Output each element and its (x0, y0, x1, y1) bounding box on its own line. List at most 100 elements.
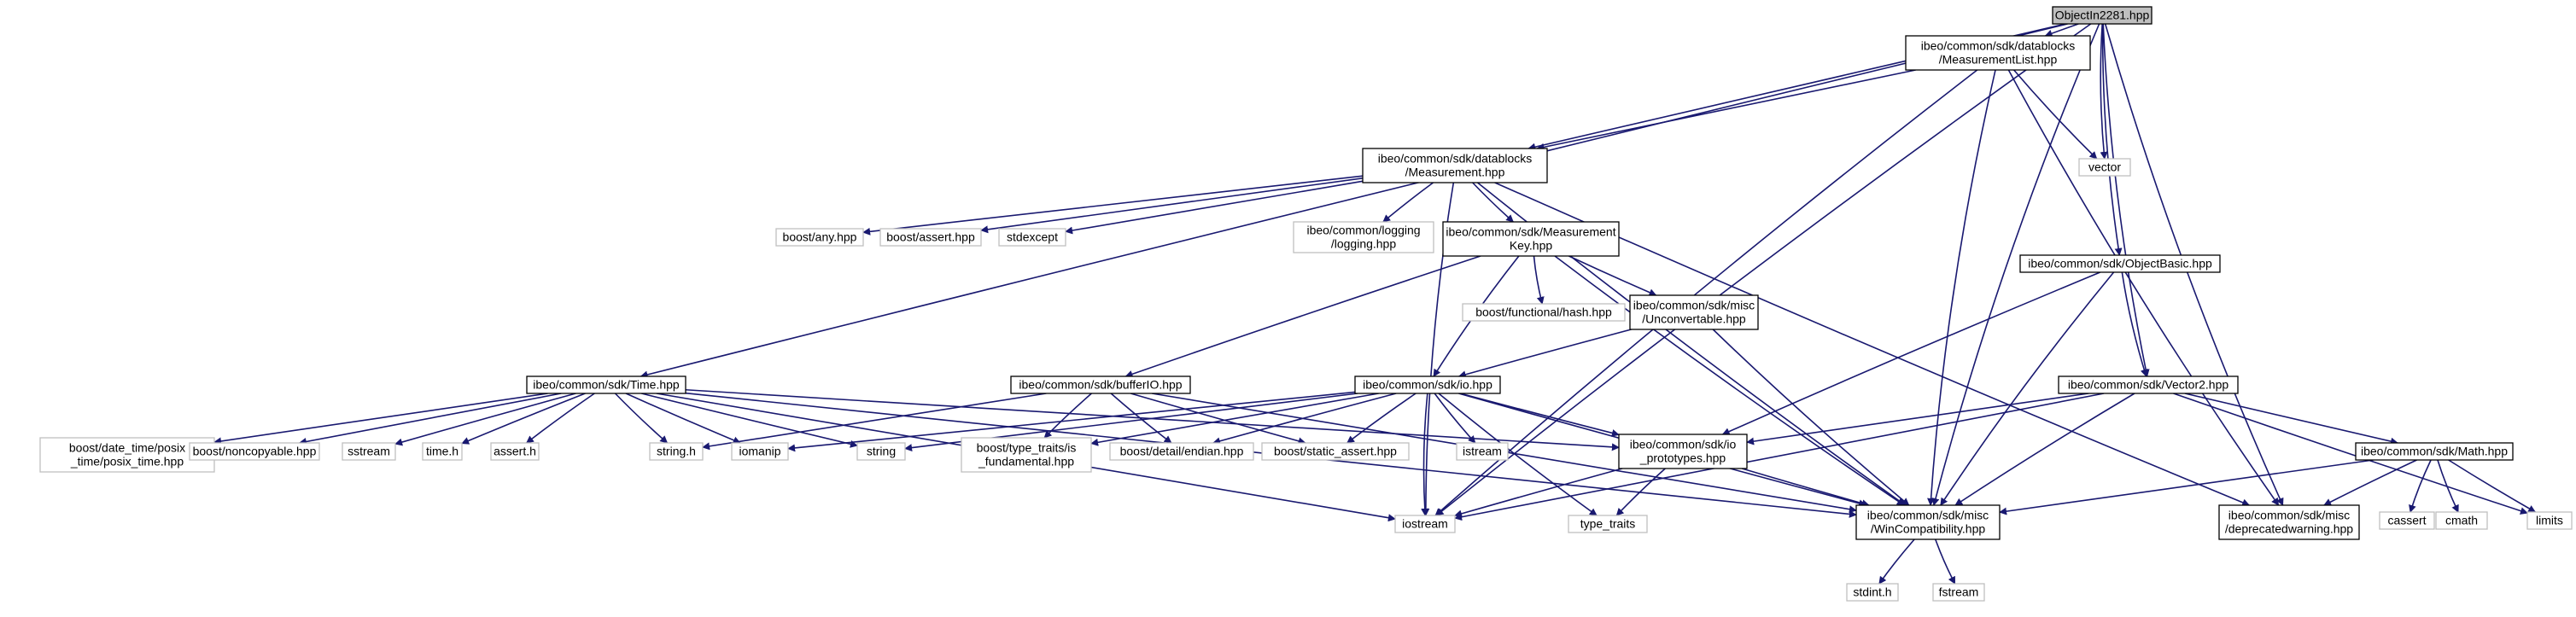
node-box (1932, 583, 1985, 602)
node-staticassert: boost/static_assert.hpp (1261, 442, 1410, 461)
node-math[interactable]: ibeo/common/sdk/Math.hpp (2355, 442, 2514, 461)
edge-mkey-to-wincompat (1554, 255, 1905, 506)
node-label: ibeo/common/sdk/Time.hpp (533, 378, 680, 392)
node-bufio[interactable]: ibeo/common/sdk/bufferIO.hpp (1010, 375, 1191, 394)
edge-bufio-to-stringh (702, 393, 1047, 451)
edge-io-to-endian (1212, 393, 1397, 445)
node-typetraits_fund: boost/type_traits/is_fundamental.hpp (961, 437, 1092, 473)
edge-wincompat-to-fstream (1935, 538, 1956, 585)
node-label: /WinCompatibility.hpp (1871, 522, 1986, 536)
node-unconv[interactable]: ibeo/common/sdk/misc/Unconvertable.hpp (1629, 294, 1759, 330)
node-label: ibeo/common/sdk/ObjectBasic.hpp (2028, 257, 2212, 271)
node-box (961, 437, 1092, 473)
node-label: /logging.hpp (1331, 237, 1397, 251)
node-label: boost/any.hpp (783, 230, 857, 244)
edge-io-to-istream (1434, 393, 1476, 444)
node-label: istream (1463, 445, 1502, 458)
node-box (1618, 434, 1748, 469)
node-stringh: string.h (649, 442, 704, 461)
node-box (1846, 583, 1899, 602)
edge-root-to-iostream (1435, 23, 2092, 516)
node-box (998, 228, 1066, 247)
edge-math-to-deprecated (2323, 459, 2417, 506)
node-box (2019, 254, 2221, 273)
edge-bufio-to-endian (1110, 393, 1172, 444)
node-label: cmath (2445, 514, 2478, 527)
edge-meas-to-any (862, 175, 1364, 236)
node-label: _prototypes.hpp (1639, 451, 1726, 465)
node-label: stdexcept (1007, 230, 1058, 244)
node-box (856, 442, 906, 461)
edge-math-to-limits (2448, 459, 2537, 513)
graph-edges (213, 23, 2537, 585)
node-deprecated[interactable]: ibeo/common/sdk/misc/deprecatedwarning.h… (2218, 504, 2360, 540)
node-asserth: assert.h (490, 442, 540, 461)
edge-vec2-to-iostream (1454, 393, 2105, 521)
edge-mlist-to-wincompat (1927, 69, 1996, 506)
node-label: ibeo/common/sdk/misc (1633, 299, 1755, 312)
edge-io-to-staticassert (1346, 393, 1417, 444)
node-box (1293, 221, 1434, 253)
node-root[interactable]: ObjectIn2281.hpp (2052, 6, 2153, 25)
node-meas[interactable]: ibeo/common/sdk/datablocks/Measurement.h… (1362, 148, 1548, 183)
node-any: boost/any.hpp (775, 228, 864, 247)
node-box (1629, 294, 1759, 330)
node-mlist[interactable]: ibeo/common/sdk/datablocks/MeasurementLi… (1905, 35, 2091, 71)
node-io[interactable]: ibeo/common/sdk/io.hpp (1354, 375, 1501, 394)
node-wincompat[interactable]: ibeo/common/sdk/misc/WinCompatibility.hp… (1855, 504, 2001, 540)
node-time[interactable]: ibeo/common/sdk/Time.hpp (526, 375, 686, 394)
edge-vec2-to-wincompat (1954, 393, 2135, 506)
node-label: ibeo/common/sdk/io (1630, 438, 1737, 451)
edge-root-to-objbasic (2101, 23, 2123, 256)
node-label: ibeo/common/sdk/misc (1867, 509, 1989, 522)
edge-root-to-wincompat (1931, 23, 2100, 506)
edge-mkey-to-fhash (1533, 255, 1545, 305)
node-label: string.h (657, 445, 696, 458)
node-vec2[interactable]: ibeo/common/sdk/Vector2.hpp (2058, 375, 2239, 394)
node-label: ibeo/common/sdk/datablocks (1921, 39, 2076, 53)
node-box (879, 228, 982, 247)
node-box (490, 442, 540, 461)
node-bassert: boost/assert.hpp (879, 228, 982, 247)
node-box (2218, 504, 2360, 540)
node-box (2355, 442, 2514, 461)
node-label: /MeasurementList.hpp (1939, 53, 2058, 67)
edge-math-to-cmath (2437, 459, 2459, 513)
node-label: iomanip (739, 445, 780, 458)
edge-vec2-to-math (2184, 393, 2398, 445)
node-label: iostream (1402, 517, 1448, 531)
node-label: _time/posix_time.hpp (70, 455, 184, 469)
edge-vec2-to-ioproto (1746, 393, 2089, 445)
node-objbasic[interactable]: ibeo/common/sdk/ObjectBasic.hpp (2019, 254, 2221, 273)
edge-meas-to-stdexcept (1065, 180, 1364, 235)
node-box (2058, 375, 2239, 394)
node-box (342, 442, 396, 461)
node-posix: boost/date_time/posix_time/posix_time.hp… (39, 437, 215, 473)
edge-mkey-to-unconv (1568, 255, 1657, 296)
edge-ioproto-to-typetraits (1615, 468, 1666, 516)
edge-time-to-sstream (394, 393, 576, 446)
edge-mlist-to-deprecated (2007, 69, 2280, 506)
node-box (775, 228, 864, 247)
edge-time-to-iomanip (625, 393, 741, 445)
node-box (2526, 511, 2573, 530)
node-label: boost/assert.hpp (886, 230, 975, 244)
node-ioproto[interactable]: ibeo/common/sdk/io_prototypes.hpp (1618, 434, 1748, 469)
node-vector: vector (2078, 158, 2131, 177)
edge-time-to-timeh (461, 393, 586, 445)
node-box (649, 442, 704, 461)
node-label: /Measurement.hpp (1405, 166, 1505, 179)
node-typetraits: type_traits (1568, 515, 1648, 533)
node-label: time.h (426, 445, 459, 458)
node-label: boost/type_traits/is (977, 441, 1077, 455)
node-box (1905, 35, 2091, 71)
node-box (2379, 511, 2435, 530)
edge-time-to-noncopy (298, 393, 562, 445)
edge-mkey-to-bufio (1124, 255, 1481, 378)
node-limits: limits (2526, 511, 2573, 530)
node-label: ibeo/common/sdk/Math.hpp (2361, 445, 2508, 458)
node-iostream: iostream (1394, 515, 1456, 533)
node-label: ObjectIn2281.hpp (2055, 9, 2150, 22)
